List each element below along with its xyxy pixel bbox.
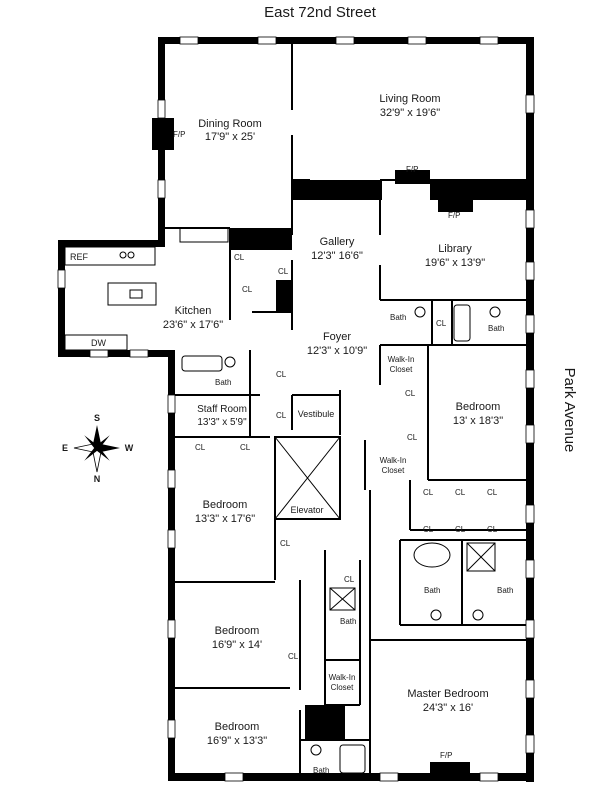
bath-label: Bath bbox=[424, 586, 440, 595]
bath-label: Bath bbox=[488, 324, 504, 333]
foyer-size: 12'3" x 10'9" bbox=[307, 345, 367, 357]
walkin-closet-label: Closet bbox=[331, 683, 354, 692]
walkin-closet-label: Walk-In bbox=[388, 355, 415, 364]
kitchen-counters bbox=[64, 227, 229, 351]
closet-label: CL bbox=[278, 267, 289, 276]
closet-label: CL bbox=[487, 488, 498, 497]
bath-label: Bath bbox=[313, 766, 329, 775]
compass-north-label: N bbox=[94, 474, 101, 484]
staff-room-name: Staff Room bbox=[197, 404, 247, 415]
gallery-name: Gallery bbox=[320, 236, 355, 248]
closet-label: CL bbox=[423, 525, 434, 534]
fireplace-label: F/P bbox=[448, 211, 460, 220]
refrigerator-label: REF bbox=[70, 252, 89, 262]
foyer-name: Foyer bbox=[323, 331, 351, 343]
vestibule-label: Vestibule bbox=[298, 409, 335, 419]
closet-label: CL bbox=[288, 652, 299, 661]
fireplace-label: F/P bbox=[406, 165, 418, 174]
compass-west-label: W bbox=[125, 443, 134, 453]
kitchen-size: 23'6" x 17'6" bbox=[163, 319, 223, 331]
bottom-windows bbox=[224, 772, 499, 782]
bedroom-east-size: 13' x 18'3" bbox=[453, 415, 503, 427]
master-bedroom-size: 24'3" x 16' bbox=[423, 702, 473, 714]
right-windows bbox=[525, 94, 535, 754]
bedroom-lower-name: Bedroom bbox=[215, 625, 260, 637]
living-room-size: 32'9" x 19'6" bbox=[380, 107, 440, 119]
fireplace-label: F/P bbox=[440, 751, 452, 760]
dining-room-size: 17'9" x 25' bbox=[205, 131, 255, 143]
closet-label: CL bbox=[280, 539, 291, 548]
gallery-size: 12'3" 16'6" bbox=[311, 250, 363, 262]
closet-label: CL bbox=[423, 488, 434, 497]
walkin-closet-label: Closet bbox=[382, 466, 405, 475]
bedroom-mid-size: 13'3" x 17'6" bbox=[195, 513, 255, 525]
fireplace-label: F/P bbox=[173, 130, 185, 139]
closet-label: CL bbox=[195, 443, 206, 452]
bath-label: Bath bbox=[390, 313, 406, 322]
elevator-shaft bbox=[274, 436, 341, 520]
walkin-closet-label: Walk-In bbox=[380, 456, 407, 465]
walkin-closet-label: Closet bbox=[390, 365, 413, 374]
closet-label: CL bbox=[276, 411, 287, 420]
closet-label: CL bbox=[276, 370, 287, 379]
bedroom-bottom-name: Bedroom bbox=[215, 721, 260, 733]
bedroom-bottom-size: 16'9" x 13'3" bbox=[207, 735, 267, 747]
bedroom-east-name: Bedroom bbox=[456, 401, 501, 413]
bedroom-lower-size: 16'9" x 14' bbox=[212, 639, 262, 651]
closet-label: CL bbox=[455, 488, 466, 497]
library-size: 19'6" x 13'9" bbox=[425, 257, 485, 269]
closet-label: CL bbox=[436, 319, 447, 328]
compass-east-label: E bbox=[62, 443, 68, 453]
dining-room-name: Dining Room bbox=[198, 118, 262, 130]
left-windows bbox=[57, 99, 176, 739]
master-bedroom-name: Master Bedroom bbox=[407, 688, 488, 700]
top-windows bbox=[179, 36, 499, 45]
kitchen-name: Kitchen bbox=[175, 305, 212, 317]
closet-label: CL bbox=[234, 253, 245, 262]
closet-label: CL bbox=[487, 525, 498, 534]
closet-label: CL bbox=[405, 389, 416, 398]
living-room-name: Living Room bbox=[379, 93, 440, 105]
closet-label: CL bbox=[344, 575, 355, 584]
bath-label: Bath bbox=[497, 586, 513, 595]
compass-rose bbox=[73, 425, 120, 473]
bedroom-mid-name: Bedroom bbox=[203, 499, 248, 511]
walkin-closet-label: Walk-In bbox=[329, 673, 356, 682]
closet-label: CL bbox=[242, 285, 253, 294]
compass-south-label: S bbox=[94, 413, 100, 423]
shafts bbox=[152, 118, 526, 777]
street-east-label: Park Avenue bbox=[561, 368, 578, 453]
closet-label: CL bbox=[240, 443, 251, 452]
bath-label: Bath bbox=[215, 378, 231, 387]
street-north-label: East 72nd Street bbox=[264, 4, 377, 21]
bath-label: Bath bbox=[340, 617, 356, 626]
closet-label: CL bbox=[407, 433, 418, 442]
staff-room-size: 13'3" x 5'9" bbox=[197, 417, 247, 428]
bath-fixtures bbox=[181, 304, 501, 774]
closet-label: CL bbox=[455, 525, 466, 534]
elevator-label: Elevator bbox=[290, 505, 323, 515]
dishwasher-label: DW bbox=[91, 338, 106, 348]
library-name: Library bbox=[438, 243, 472, 255]
